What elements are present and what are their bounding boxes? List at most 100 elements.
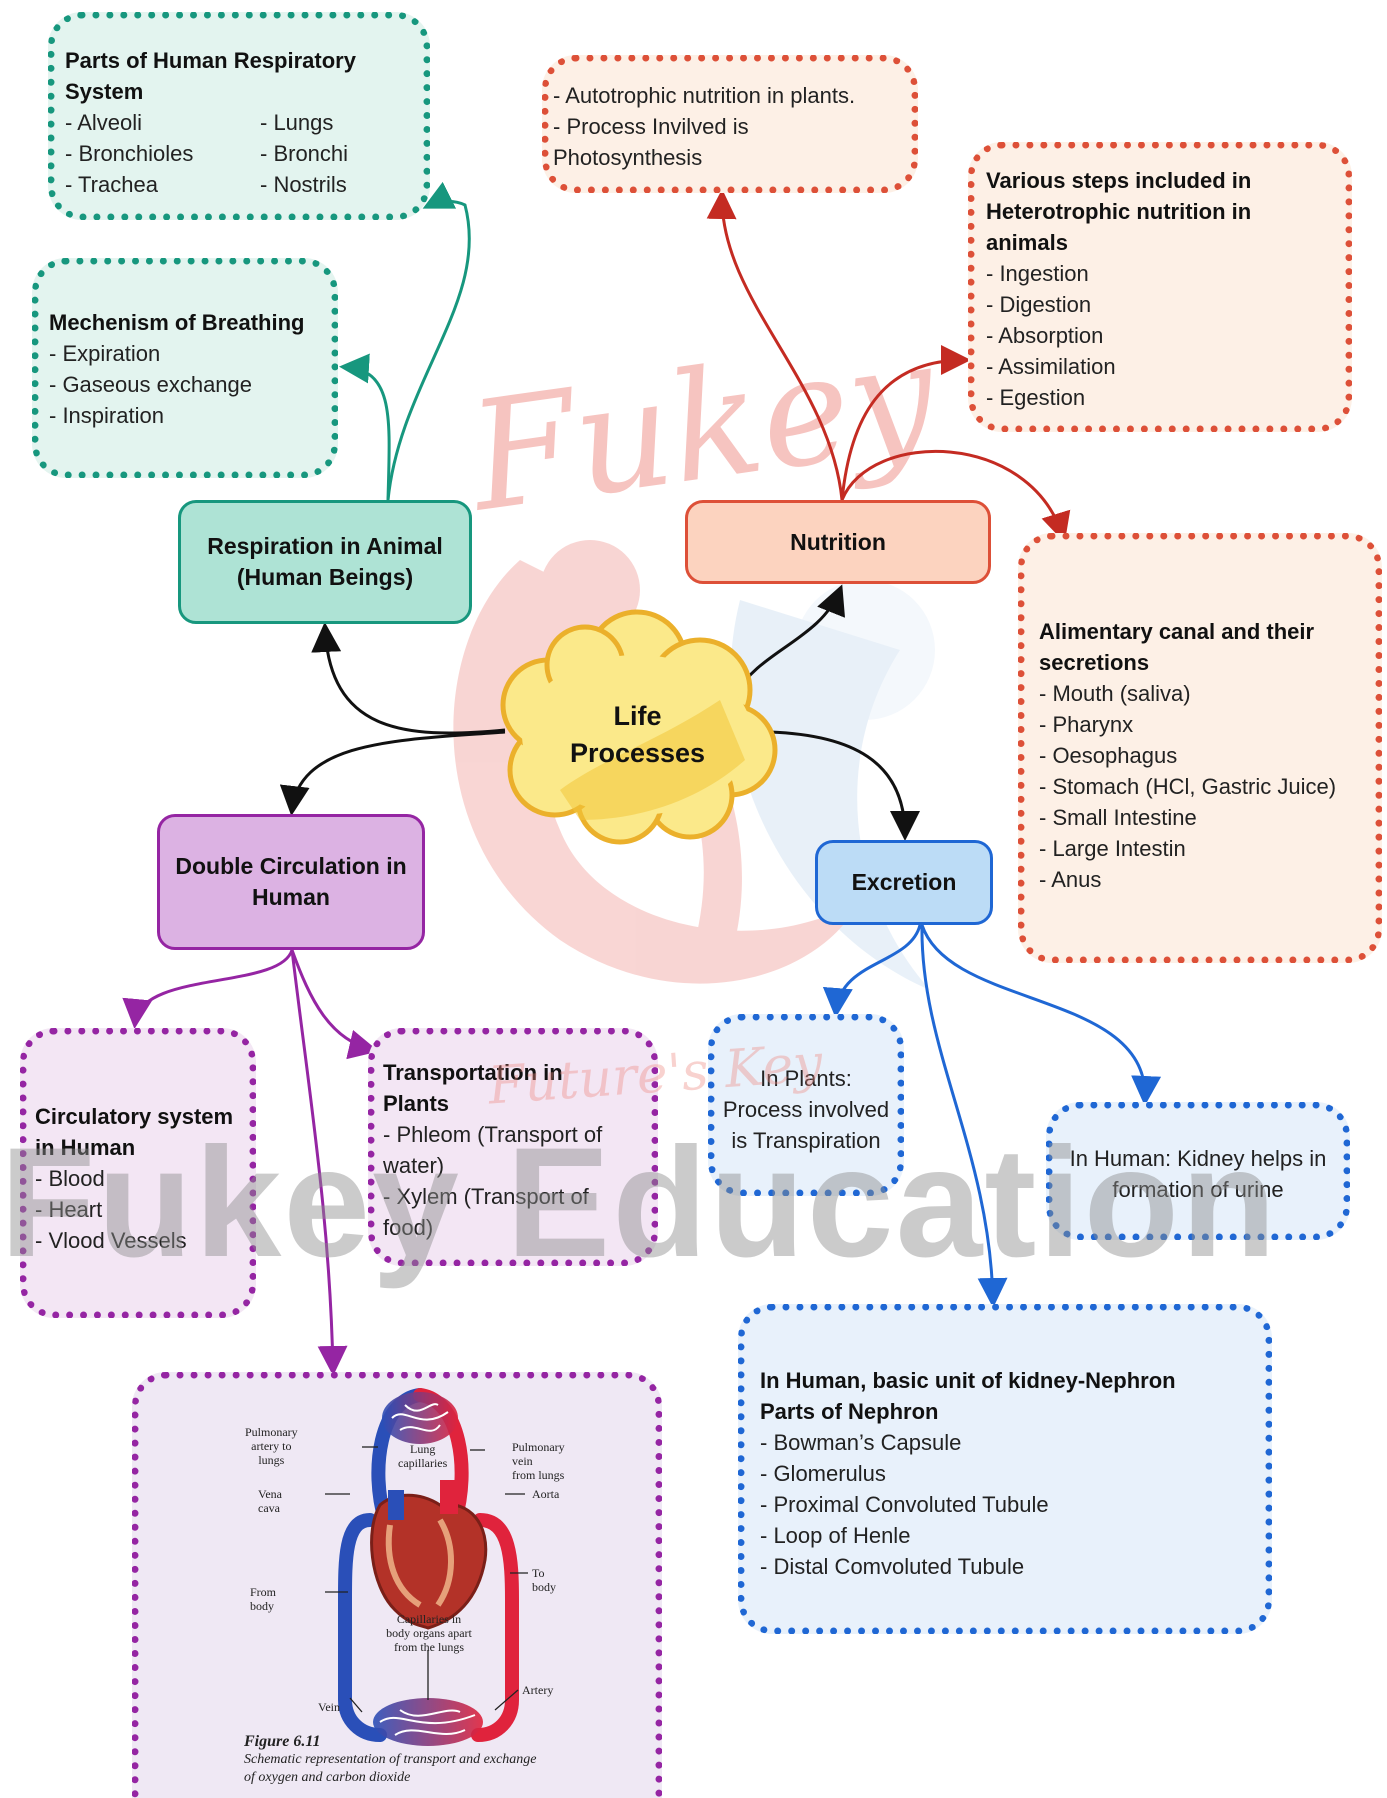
list-item: - Pharynx [1039, 712, 1134, 737]
list-item: - Alveoli [65, 110, 143, 135]
respiratory-parts-right-list: - Lungs - Bronchi - Nostrils [260, 107, 348, 200]
autotrophic-line: - Process Invilved is [553, 114, 749, 139]
heterotrophic-list: - Ingestion - Digestion - Absorption - A… [986, 258, 1345, 413]
autotrophic-box: - Autotrophic nutrition in plants. - Pro… [542, 55, 918, 193]
arrow-to-respiration [311, 622, 506, 735]
fig-label-artery: Artery [522, 1683, 554, 1697]
nutrition-node[interactable]: Nutrition [685, 500, 991, 584]
list-item: - Blood [35, 1166, 105, 1191]
breathing-box: Mechenism of Breathing - Expiration - Ga… [32, 258, 338, 478]
arrow-to-plants-excretion [822, 924, 922, 1018]
list-item: - Assimilation [986, 354, 1116, 379]
arrow-to-transportation [290, 949, 379, 1060]
respiration-label-line1: Respiration in Animal [207, 533, 443, 559]
respiration-node[interactable]: Respiration in Animal (Human Beings) [178, 500, 472, 624]
human-kidney-line: In Human: Kidney helps in [1069, 1146, 1327, 1171]
transportation-box: Transportation in Plants - Phleom (Trans… [368, 1028, 658, 1266]
list-item: - Small Intestine [1039, 805, 1197, 830]
fig-label-to-body: To body [532, 1566, 556, 1594]
nutrition-label: Nutrition [790, 528, 886, 555]
heterotrophic-box: Various steps included in Heterotrophic … [968, 142, 1352, 432]
arrow-to-figure [290, 949, 348, 1376]
autotrophic-line: - Autotrophic nutrition in plants. [553, 83, 856, 108]
plants-excretion-line: is Transpiration [731, 1128, 881, 1153]
arrow-to-circulatory-system [122, 949, 294, 1029]
list-item: - Glomerulus [760, 1461, 886, 1486]
fig-label-from-body: From body [250, 1585, 277, 1613]
heterotrophic-title-2: Heterotrophic nutrition in [986, 199, 1252, 224]
respiratory-parts-title-1: Parts of Human Respiratory [65, 48, 356, 73]
circulatory-list: - Blood - Heart - Vlood Vessels [35, 1163, 249, 1256]
fig-label-vein: Vein [318, 1700, 340, 1714]
center-label: Life Processes [535, 685, 740, 785]
fig-label-line: body organs apart [386, 1626, 472, 1640]
list-item: - Ingestion [986, 261, 1089, 286]
fig-label-line: artery to lungs [251, 1439, 292, 1467]
fig-label-line: Pulmonary [245, 1425, 298, 1439]
list-item: - Vlood Vessels [35, 1228, 187, 1253]
figure-caption-line2: of oxygen and carbon dioxide [244, 1770, 411, 1785]
respiration-label-line2: (Human Beings) [236, 564, 414, 590]
list-item: - Proximal Convoluted Tubule [760, 1492, 1049, 1517]
center-label-line2: Processes [569, 738, 706, 768]
arrow-to-nephron [920, 924, 1008, 1308]
center-label-line1: Life [613, 701, 662, 731]
circulatory-title-2: in Human [35, 1135, 136, 1160]
human-kidney-box: In Human: Kidney helps in formation of u… [1046, 1102, 1350, 1240]
arrow-to-excretion [769, 730, 920, 841]
plants-excretion-box: In Plants: Process involved is Transpira… [708, 1014, 904, 1196]
fig-label-capillaries-body: Capillaries in body organs apart from th… [374, 1612, 484, 1654]
fig-label-line: Pulmonary vein [512, 1440, 565, 1468]
list-item: - Oesophagus [1039, 743, 1178, 768]
fig-label-lung-capillaries: Lung capillaries [398, 1442, 447, 1470]
breathing-title: Mechenism of Breathing [49, 310, 305, 335]
transportation-list: - Phleom (Transport of water) - Xylem (T… [383, 1119, 651, 1243]
fig-label-aorta: Aorta [532, 1487, 560, 1501]
list-item: - Gaseous exchange [49, 372, 253, 397]
list-item: - Trachea [65, 172, 158, 197]
figure-caption-title: Figure 6.11 [244, 1733, 321, 1750]
nephron-box: In Human, basic unit of kidney-Nephron P… [738, 1304, 1272, 1634]
list-item: - Bronchioles [65, 141, 194, 166]
list-item: - Phleom (Transport of [383, 1122, 603, 1147]
circulation-node[interactable]: Double Circulation in Human [157, 814, 425, 950]
fig-label-pulmonary-vein: Pulmonary vein from lungs [512, 1440, 565, 1482]
heterotrophic-title-1: Various steps included in [986, 168, 1252, 193]
list-item: - Absorption [986, 323, 1104, 348]
respiratory-parts-left-list: - Alveoli - Bronchioles - Trachea [65, 107, 260, 200]
arrow-to-respiratory-parts [386, 181, 471, 501]
fig-label-line: capillaries [398, 1456, 448, 1470]
arrow-to-circulation [279, 730, 506, 816]
list-item: - Distal Comvoluted Tubule [760, 1554, 1025, 1579]
fig-label-line: from lungs [512, 1468, 565, 1482]
excretion-node[interactable]: Excretion [815, 840, 993, 925]
arrow-to-human-kidney [920, 924, 1162, 1106]
arrow-to-heterotrophic [840, 345, 971, 501]
nephron-title-2: Parts of Nephron [760, 1399, 939, 1424]
list-item: - Large Intestin [1039, 836, 1186, 861]
human-kidney-line: formation of urine [1112, 1177, 1284, 1202]
list-item: - Bronchi [260, 141, 349, 166]
nephron-list: - Bowman’s Capsule - Glomerulus - Proxim… [760, 1427, 1265, 1582]
list-item: - Mouth (saliva) [1039, 681, 1191, 706]
list-item: - Inspiration [49, 403, 164, 428]
list-item: - Nostrils [260, 172, 347, 197]
list-item: - Xylem (Transport of [383, 1184, 589, 1209]
fig-label-line: Lung [409, 1442, 436, 1456]
fig-label-pulmonary-artery: Pulmonary artery to lungs [245, 1425, 298, 1467]
plants-excretion-line: Process involved [722, 1097, 890, 1122]
heterotrophic-title-3: animals [986, 230, 1068, 255]
list-item: - Lungs [260, 110, 334, 135]
respiratory-parts-title-2: System [65, 79, 144, 104]
circulatory-system-box: Circulatory system in Human - Blood - He… [20, 1028, 256, 1318]
autotrophic-line: Photosynthesis [553, 145, 703, 170]
figure-caption: Figure 6.11 Schematic representation of … [244, 1732, 537, 1787]
fig-label-line: from the lungs [394, 1640, 464, 1654]
circulation-label-line2: Human [252, 884, 330, 910]
alimentary-title-1: Alimentary canal and their [1039, 619, 1315, 644]
figure-caption-line1: Schematic representation of transport an… [244, 1752, 537, 1767]
circulation-label-line1: Double Circulation in [175, 853, 407, 879]
